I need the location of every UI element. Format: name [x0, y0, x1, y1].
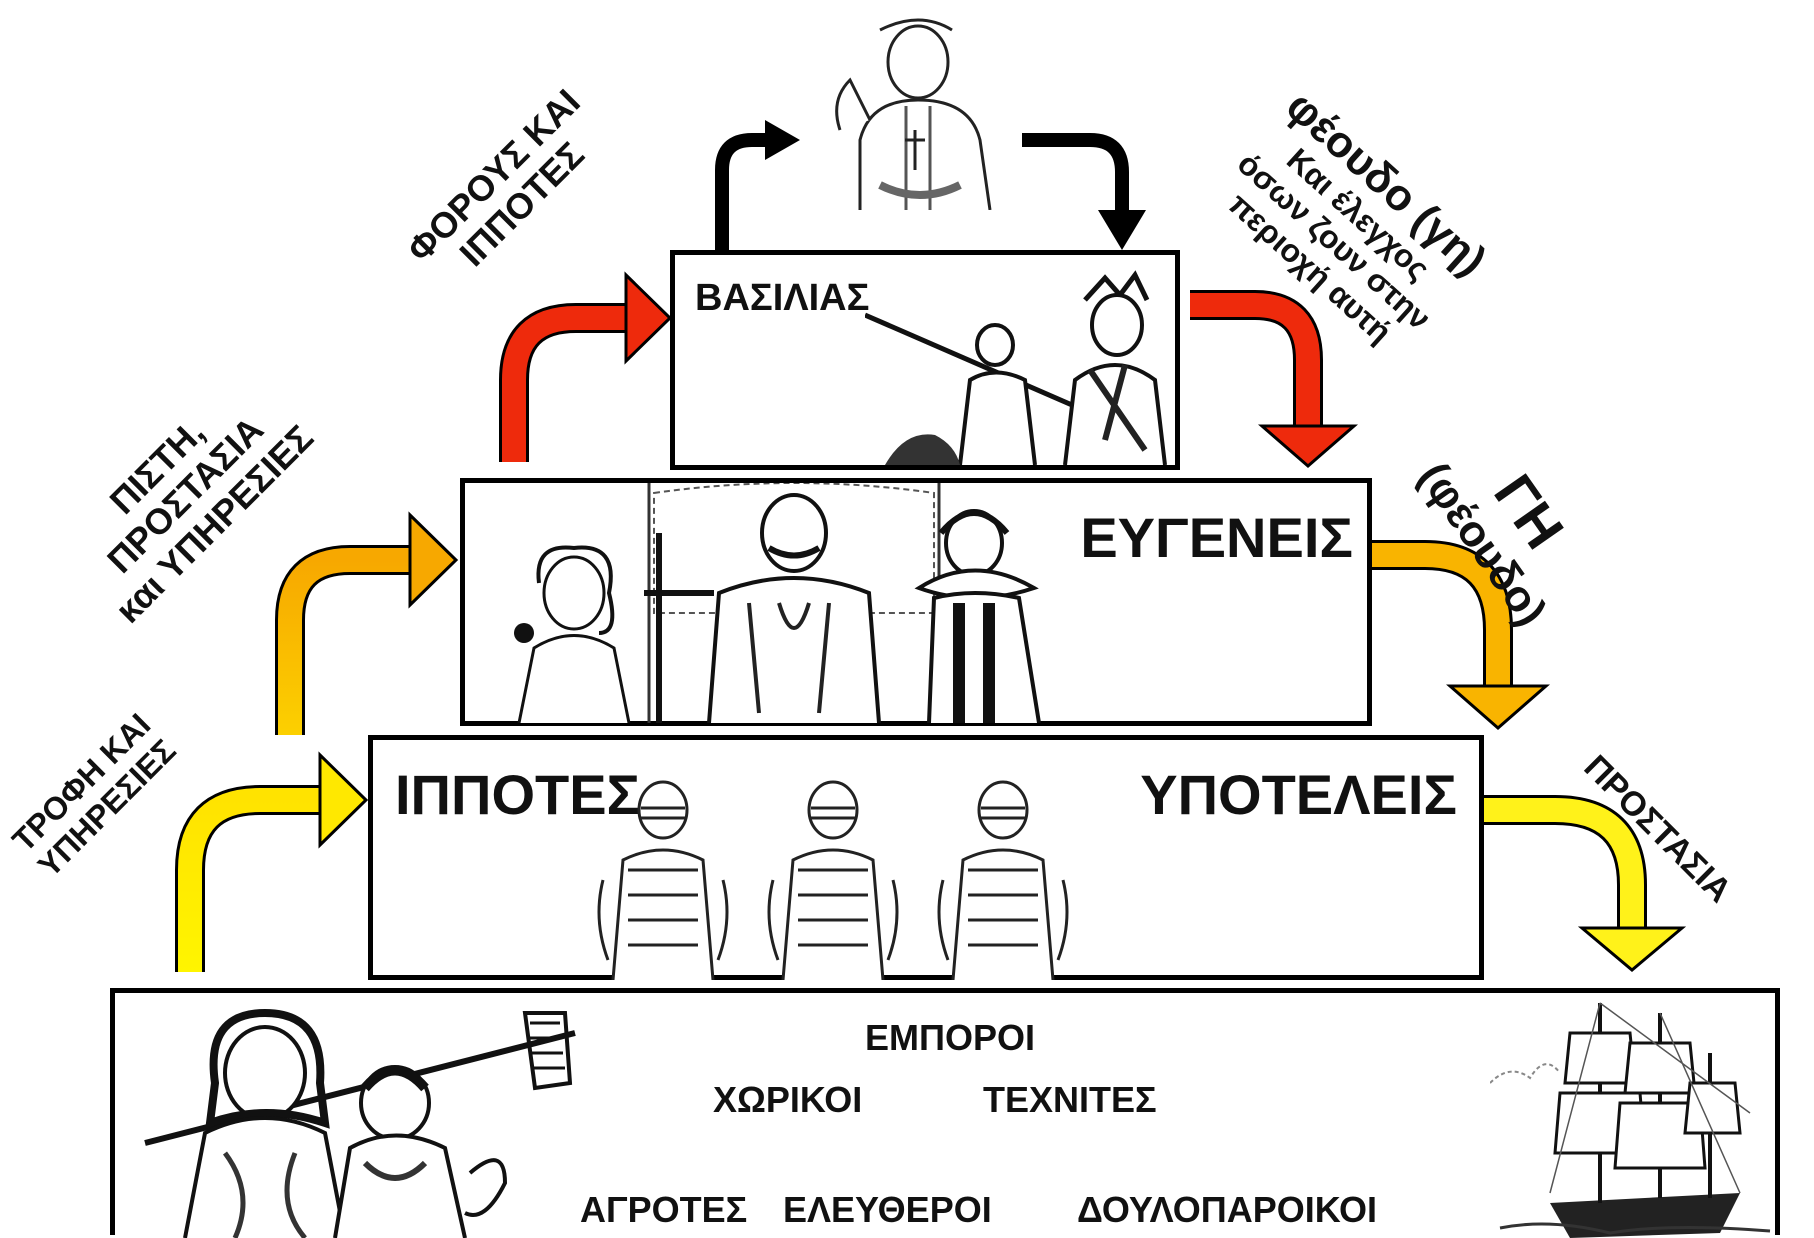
tier-commoners: ΕΜΠΟΡΟΙ ΧΩΡΙΚΟΙ ΤΕΧΝΙΤΕΣ ΑΓΡΟΤΕΣ ΕΛΕΥΘΕΡ…	[110, 988, 1780, 1238]
commoners-villagers: ΧΩΡΙΚΟΙ	[713, 1079, 863, 1120]
nobles-figure	[514, 483, 1041, 723]
commoners-merchants: ΕΜΠΟΡΟΙ	[865, 1017, 1036, 1058]
commoners-craftsmen: ΤΕΧΝΙΤΕΣ	[983, 1079, 1157, 1120]
arrow-king-to-church	[715, 120, 800, 250]
commoners-serfs: ΔΟΥΛΟΠΑΡΟΙΚΟΙ	[1077, 1189, 1378, 1230]
arrow-knights-to-commoners	[1484, 795, 1687, 972]
tier-king: ΒΑΣΙΛΙΑΣ	[670, 250, 1180, 470]
tier-knights: ΙΠΠΟΤΕΣ ΥΠΟΤΕΛΕΙΣ	[368, 735, 1484, 980]
knights-figure	[597, 780, 1069, 980]
pope-figure	[835, 18, 992, 210]
arrow-nobles-to-knights	[1372, 540, 1550, 730]
tier-nobles: ΕΥΓΕΝΕΙΣ	[460, 478, 1372, 726]
peasants-figure	[144, 1008, 576, 1238]
knights-right-title: ΥΠΟΤΕΛΕΙΣ	[1140, 763, 1457, 826]
arrow-commoners-to-knights	[175, 751, 369, 972]
arrow-church-to-king	[1022, 133, 1146, 250]
knights-left-title: ΙΠΠΟΤΕΣ	[395, 763, 641, 826]
commoners-free: ΕΛΕΥΘΕΡΟΙ	[783, 1189, 992, 1230]
nobles-title: ΕΥΓΕΝΕΙΣ	[1080, 506, 1353, 569]
king-figure	[865, 270, 1167, 465]
ship-figure	[1490, 1002, 1771, 1238]
arrow-nobles-to-king	[499, 271, 673, 462]
arrow-king-to-nobles	[1190, 290, 1359, 468]
arrow-knights-to-nobles	[275, 511, 459, 735]
commoners-farmers: ΑΓΡΟΤΕΣ	[580, 1189, 748, 1230]
king-title: ΒΑΣΙΛΙΑΣ	[695, 277, 870, 319]
